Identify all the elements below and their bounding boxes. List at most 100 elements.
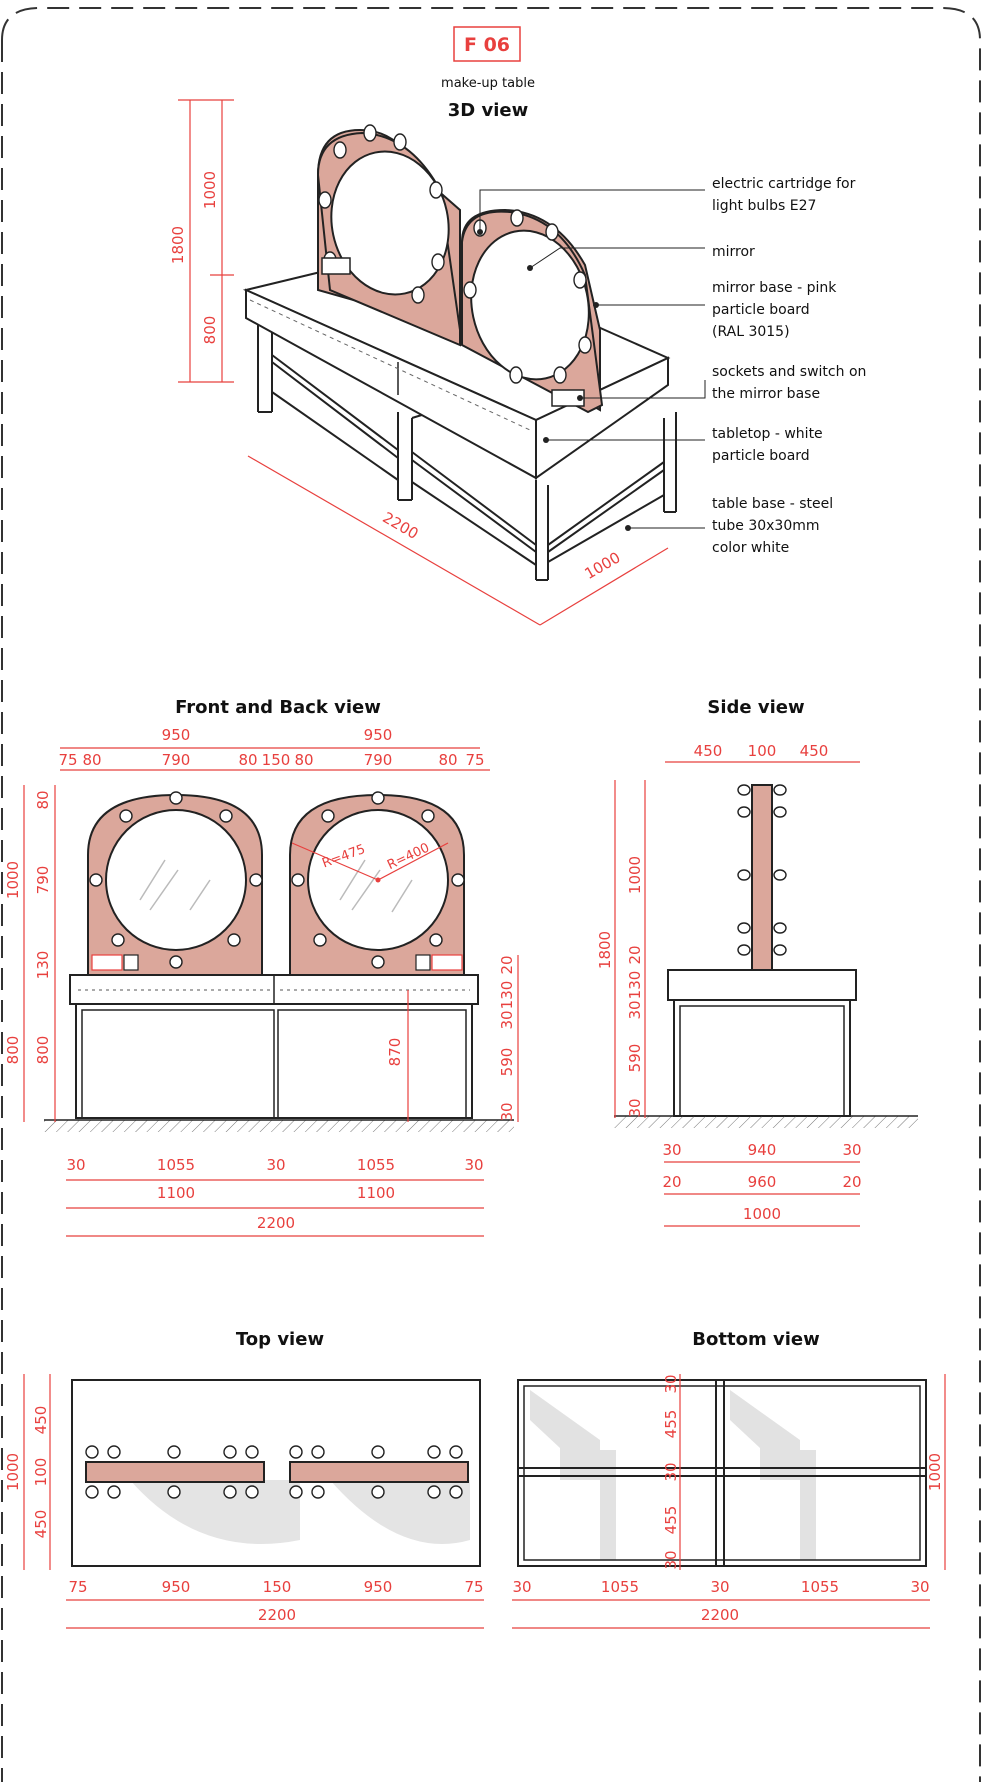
front-dim-130: 130 — [34, 951, 52, 980]
side-dim-30: 30 — [626, 1000, 644, 1019]
bottom-view: 1000 30 455 30 455 30 30 1055 30 1055 30… — [512, 1374, 946, 1629]
svg-text:sockets and switch on: sockets and switch on — [712, 364, 866, 380]
view-3d: electric cartridge for light bulbs E27 m… — [169, 99, 866, 626]
dim3d-1000-depth: 1000 — [581, 548, 623, 583]
bottom-dim-1000: 1000 — [926, 1453, 944, 1491]
svg-text:30: 30 — [512, 1578, 531, 1596]
top-view: 1000 450 100 450 75 950 150 950 75 2200 — [4, 1374, 484, 1629]
svg-text:450: 450 — [800, 742, 829, 760]
front-bottom-total: 2200 — [257, 1214, 295, 1232]
svg-text:950: 950 — [162, 1578, 191, 1596]
callout-table-base: table base - steel tube 30x30mm color wh… — [712, 496, 833, 556]
bottom-bottom-row1: 30 1055 30 1055 30 — [512, 1578, 929, 1596]
front-dim-20: 20 — [498, 955, 516, 974]
front-top-dims-b: 75 80 790 80 150 80 790 80 75 — [58, 751, 484, 769]
svg-text:30: 30 — [266, 1156, 285, 1174]
svg-text:particle board: particle board — [712, 448, 810, 464]
front-dim-130-r: 130 — [498, 981, 516, 1010]
front-dim-1000: 1000 — [4, 861, 22, 899]
svg-text:30: 30 — [842, 1141, 861, 1159]
front-dim-80: 80 — [34, 790, 52, 809]
svg-text:particle board: particle board — [712, 302, 810, 318]
top-mirror-left — [85, 1461, 265, 1483]
side-dim-20: 20 — [626, 945, 644, 964]
front-bottom-row1: 30 1055 30 1055 30 — [66, 1156, 483, 1174]
front-dim-30b-r: 30 — [498, 1102, 516, 1121]
svg-text:950: 950 — [364, 726, 393, 744]
svg-text:30: 30 — [662, 1374, 680, 1393]
bottom-view-title: Bottom view — [692, 1329, 819, 1350]
top-bottom-total: 2200 — [258, 1606, 296, 1624]
front-dim-800: 800 — [34, 1036, 52, 1065]
top-dim-450b: 450 — [32, 1510, 50, 1539]
svg-text:100: 100 — [748, 742, 777, 760]
svg-text:tabletop - white: tabletop - white — [712, 426, 823, 442]
svg-text:30: 30 — [66, 1156, 85, 1174]
svg-text:1100: 1100 — [157, 1184, 195, 1202]
side-top-dims: 450 100 450 — [694, 742, 829, 760]
side-view: 450 100 450 1800 1000 20 130 30 590 30 3… — [596, 742, 918, 1227]
svg-text:1055: 1055 — [601, 1578, 639, 1596]
svg-text:75: 75 — [58, 751, 77, 769]
svg-text:tube 30x30mm: tube 30x30mm — [712, 518, 820, 534]
callout-sockets: sockets and switch on the mirror base — [712, 364, 866, 402]
front-dim-590: 590 — [498, 1048, 516, 1077]
top-bottom-row1: 75 950 150 950 75 — [68, 1578, 483, 1596]
svg-text:790: 790 — [162, 751, 191, 769]
svg-text:30: 30 — [710, 1578, 729, 1596]
svg-text:450: 450 — [694, 742, 723, 760]
front-view: R=475 R=400 950 950 75 80 790 80 150 80 — [4, 726, 519, 1237]
svg-text:30: 30 — [662, 1550, 680, 1569]
code-badge-text: F 06 — [464, 34, 510, 56]
top-view-title: Top view — [236, 1329, 324, 1350]
mirror-left-3d — [330, 150, 450, 296]
product-subtitle: make-up table — [441, 76, 535, 91]
svg-text:80: 80 — [438, 751, 457, 769]
svg-text:30: 30 — [464, 1156, 483, 1174]
svg-text:1055: 1055 — [157, 1156, 195, 1174]
svg-text:light bulbs E27: light bulbs E27 — [712, 198, 816, 214]
svg-text:20: 20 — [842, 1173, 861, 1191]
callout-tabletop: tabletop - white particle board — [712, 426, 823, 464]
view-title-3d: 3D view — [448, 100, 528, 121]
svg-text:950: 950 — [162, 726, 191, 744]
mirror-right-3d — [470, 229, 590, 381]
side-dim-590: 590 — [626, 1044, 644, 1073]
side-bottom-row1: 30 940 30 — [662, 1141, 861, 1159]
svg-text:1055: 1055 — [357, 1156, 395, 1174]
sheet-border — [1, 7, 981, 1782]
svg-text:80: 80 — [294, 751, 313, 769]
side-bottom-row2: 20 960 20 — [662, 1173, 861, 1191]
svg-text:table base - steel: table base - steel — [712, 496, 833, 512]
svg-text:30: 30 — [662, 1462, 680, 1481]
svg-text:950: 950 — [364, 1578, 393, 1596]
svg-text:(RAL 3015): (RAL 3015) — [712, 324, 790, 340]
svg-text:150: 150 — [263, 1578, 292, 1596]
svg-text:color white: color white — [712, 540, 789, 556]
dim3d-800: 800 — [201, 316, 219, 345]
svg-text:75: 75 — [68, 1578, 87, 1596]
bottom-bottom-total: 2200 — [701, 1606, 739, 1624]
callout-mirror: mirror — [712, 244, 755, 260]
svg-text:30: 30 — [910, 1578, 929, 1596]
top-dim-450a: 450 — [32, 1406, 50, 1435]
svg-text:1100: 1100 — [357, 1184, 395, 1202]
svg-text:80: 80 — [238, 751, 257, 769]
svg-text:the mirror base: the mirror base — [712, 386, 820, 402]
svg-text:mirror base - pink: mirror base - pink — [712, 280, 837, 296]
svg-text:150: 150 — [262, 751, 291, 769]
side-view-title: Side view — [707, 697, 804, 718]
svg-text:20: 20 — [662, 1173, 681, 1191]
front-dim-870: 870 — [386, 1038, 404, 1067]
svg-text:940: 940 — [748, 1141, 777, 1159]
svg-text:mirror: mirror — [712, 244, 755, 260]
callout-mirror-base: mirror base - pink particle board (RAL 3… — [712, 280, 837, 340]
side-dim-30b: 30 — [626, 1098, 644, 1117]
front-dim-790: 790 — [34, 866, 52, 895]
front-dim-30-r: 30 — [498, 1010, 516, 1029]
top-mirror-right — [289, 1461, 469, 1483]
front-view-title: Front and Back view — [175, 697, 381, 718]
svg-text:455: 455 — [662, 1506, 680, 1535]
dim3d-1000: 1000 — [201, 171, 219, 209]
